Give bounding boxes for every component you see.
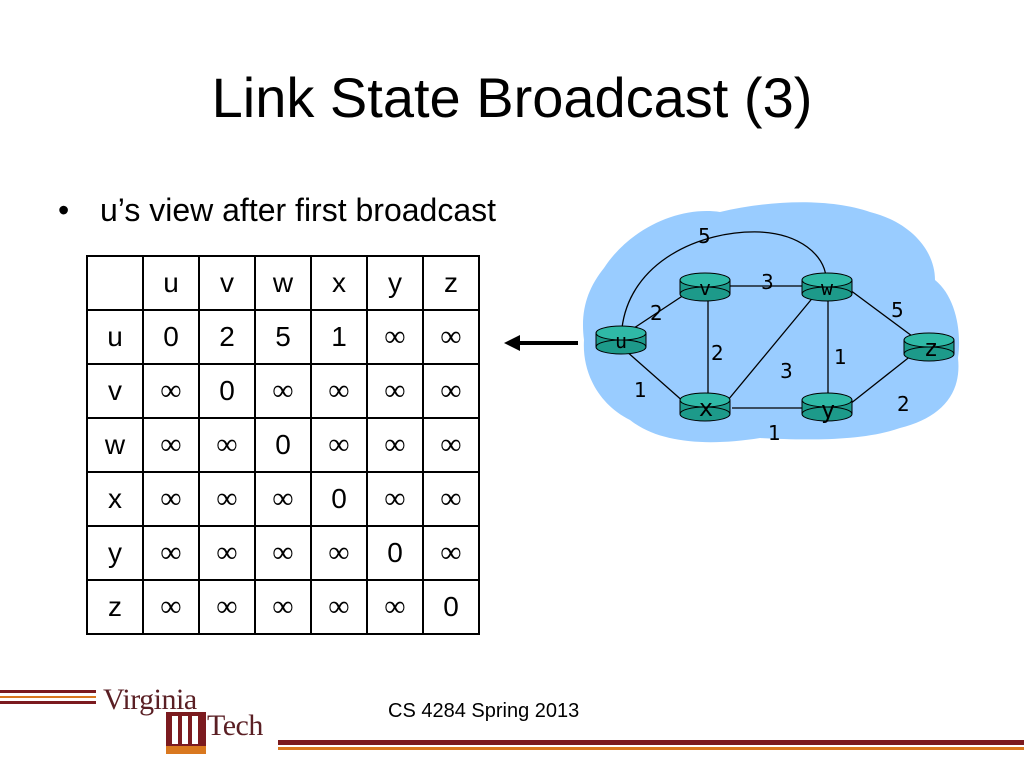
router-u: u — [595, 325, 647, 355]
table-row: y ∞ ∞ ∞ ∞ 0 ∞ — [86, 525, 480, 581]
seal-icon — [166, 712, 206, 754]
network-links — [621, 231, 913, 409]
table-row: w ∞ ∞ 0 ∞ ∞ ∞ — [86, 417, 480, 473]
router-label-w: w — [821, 276, 834, 300]
table-cell: w — [86, 417, 144, 473]
logo-word-tech: Tech — [207, 709, 263, 742]
table-cell: ∞ — [198, 417, 256, 473]
link-y-z — [849, 354, 913, 405]
table-header-cell — [86, 255, 144, 311]
router-w: w — [801, 272, 853, 302]
logo-word-virginia: Virginia — [103, 683, 197, 716]
network-cloud — [582, 202, 960, 443]
link-cost-v-x: 2 — [711, 341, 724, 365]
table-header-cell: v — [198, 255, 256, 311]
table-cell: 0 — [366, 525, 424, 581]
link-cost-x-y: 1 — [768, 421, 781, 445]
table-cell: 0 — [422, 579, 480, 635]
link-cost-u-w: 5 — [698, 224, 711, 248]
bullet-point: • u’s view after first broadcast — [58, 190, 496, 230]
table-row: x ∞ ∞ ∞ 0 ∞ ∞ — [86, 471, 480, 527]
table-header-cell: y — [366, 255, 424, 311]
table-cell: 0 — [198, 363, 256, 419]
link-u-v — [627, 290, 691, 333]
table-row: v ∞ 0 ∞ ∞ ∞ ∞ — [86, 363, 480, 419]
table-cell: 5 — [254, 309, 312, 365]
table-cell: 0 — [254, 417, 312, 473]
link-cost-u-v: 2 — [650, 301, 663, 325]
table-cell: ∞ — [198, 471, 256, 527]
virginia-tech-logo: Virginia Tech — [95, 683, 285, 763]
bullet-glyph: • — [58, 192, 70, 228]
table-cell: y — [86, 525, 144, 581]
table-header-cell: x — [310, 255, 368, 311]
table-cell: v — [86, 363, 144, 419]
table-cell: ∞ — [422, 417, 480, 473]
table-cell: ∞ — [422, 363, 480, 419]
link-u-x — [624, 349, 686, 404]
link-cost-v-w: 3 — [761, 270, 774, 294]
table-cell: 0 — [310, 471, 368, 527]
table-cell: ∞ — [254, 363, 312, 419]
arrowhead-icon — [504, 335, 520, 351]
router-z: z — [903, 332, 955, 362]
table-cell: ∞ — [310, 417, 368, 473]
router-label-x: x — [699, 394, 713, 422]
table-cell: ∞ — [254, 525, 312, 581]
link-cost-w-y: 1 — [834, 345, 847, 369]
table-cell: x — [86, 471, 144, 527]
table-cell: 0 — [142, 309, 200, 365]
table-header-cell: z — [422, 255, 480, 311]
link-state-table: u v w x y z u 0 2 5 1 ∞ ∞ v ∞ 0 ∞ ∞ ∞ ∞ … — [86, 255, 480, 635]
table-header-row: u v w x y z — [86, 255, 480, 311]
router-y: y — [801, 392, 853, 424]
link-u-w — [621, 231, 827, 329]
table-cell: ∞ — [198, 579, 256, 635]
footer-course: CS 4284 Spring 2013 — [388, 700, 580, 722]
table-cell: u — [86, 309, 144, 365]
table-cell: ∞ — [142, 471, 200, 527]
table-cell: 2 — [198, 309, 256, 365]
table-cell: ∞ — [142, 579, 200, 635]
table-cell: ∞ — [198, 525, 256, 581]
table-cell: ∞ — [422, 471, 480, 527]
router-v: v — [679, 272, 731, 302]
table-cell: ∞ — [366, 363, 424, 419]
table-row: z ∞ ∞ ∞ ∞ ∞ 0 — [86, 579, 480, 635]
table-cell: z — [86, 579, 144, 635]
table-cell: ∞ — [310, 579, 368, 635]
link-cost-w-z: 5 — [891, 298, 904, 322]
table-cell: ∞ — [366, 579, 424, 635]
table-cell: ∞ — [310, 525, 368, 581]
table-cell: ∞ — [254, 471, 312, 527]
table-cell: ∞ — [366, 471, 424, 527]
link-cost-u-x: 1 — [634, 378, 647, 402]
link-w-z — [849, 289, 913, 337]
table-cell: ∞ — [422, 309, 480, 365]
table-header-cell: w — [254, 255, 312, 311]
table-cell: ∞ — [366, 309, 424, 365]
router-x: x — [679, 392, 731, 422]
table-cell: ∞ — [142, 417, 200, 473]
link-cost-x-w: 3 — [780, 359, 793, 383]
router-label-y: y — [821, 396, 835, 424]
table-cell: ∞ — [254, 579, 312, 635]
footer-stripes — [0, 690, 1024, 750]
table-cell: 1 — [310, 309, 368, 365]
table-cell: ∞ — [422, 525, 480, 581]
slide-title: Link State Broadcast (3) — [211, 66, 813, 129]
table-cell: ∞ — [142, 363, 200, 419]
table-cell: ∞ — [142, 525, 200, 581]
router-label-v: v — [699, 276, 711, 300]
link-x-w — [727, 294, 816, 401]
router-label-z: z — [924, 334, 938, 362]
table-header-cell: u — [142, 255, 200, 311]
link-cost-y-z: 2 — [897, 392, 910, 416]
table-cell: ∞ — [310, 363, 368, 419]
router-label-u: u — [615, 329, 627, 353]
table-cell: ∞ — [366, 417, 424, 473]
table-row: u 0 2 5 1 ∞ ∞ — [86, 309, 480, 365]
bullet-text: u’s view after first broadcast — [100, 192, 497, 228]
